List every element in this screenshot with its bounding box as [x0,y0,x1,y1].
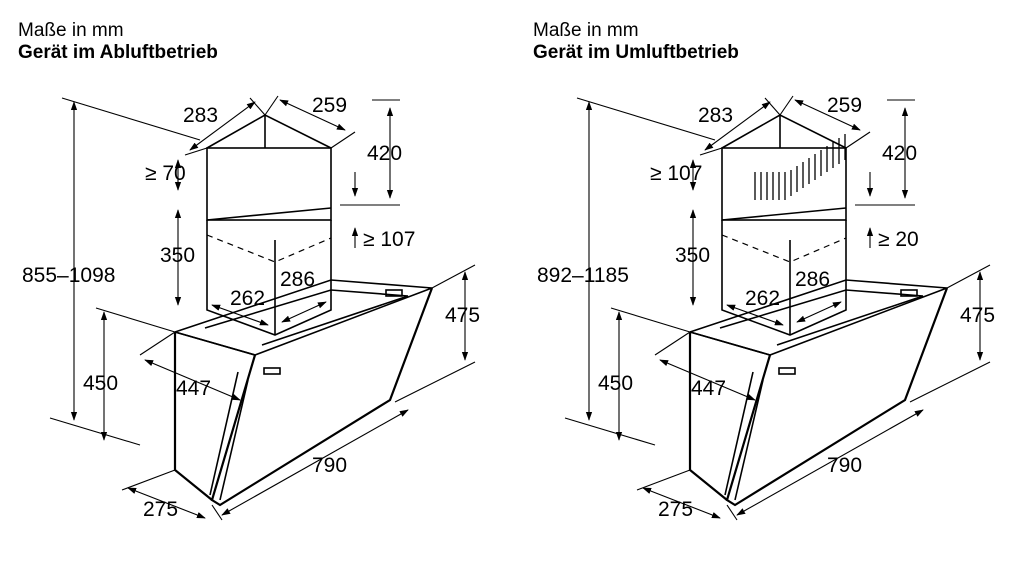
dim-min-gap-side: ≥ 107 [363,228,415,251]
panel-title: Gerät im Abluftbetrieb [18,42,218,63]
units-note: Maße in mm [18,20,124,41]
panel-recirculation-mode: Maße in mm Gerät im Umluftbetrieb [515,0,1020,570]
hood-drawing-exhaust: 283 259 420 ≥ 70 350 ≥ 107 855–1098 262 … [22,94,480,521]
dim-total-height: 892–1185 [537,264,629,287]
hood-drawing-recirculation: 283 259 420 ≥ 107 350 ≥ 20 892–1185 262 … [537,94,995,521]
dim-front-height: 475 [445,304,480,327]
dim-chimney-width: 259 [312,94,347,117]
dim-min-gap-side: ≥ 20 [878,228,919,251]
dim-chimney-depth: 283 [183,104,218,127]
panel-header: Maße in mm Gerät im Abluftbetrieb [18,20,218,64]
dim-inner-depth: 286 [280,268,315,291]
dim-width: 790 [312,454,347,477]
dim-upper-height: 420 [882,142,917,165]
dim-chimney-width: 259 [827,94,862,117]
dim-depth: 447 [176,377,211,400]
dim-lower-chimney: 350 [160,244,195,267]
dimension-labels: 283 259 420 ≥ 107 350 ≥ 20 892–1185 262 … [537,94,995,521]
dim-chimney-depth: 283 [698,104,733,127]
dimension-lines [49,95,476,521]
dimension-labels: 283 259 420 ≥ 70 350 ≥ 107 855–1098 262 … [22,94,480,521]
dim-min-gap-top: ≥ 107 [650,162,702,185]
units-note: Maße in mm [533,20,639,41]
vent-slots [754,134,846,200]
dim-inner-depth: 286 [795,268,830,291]
hood-outline [688,114,949,507]
panel-exhaust-mode: Maße in mm Gerät im Abluftbetrieb [18,20,480,521]
dim-bottom-depth: 275 [658,498,693,521]
dim-body-height: 450 [83,372,118,395]
dim-front-height: 475 [960,304,995,327]
panel-header: Maße in mm Gerät im Umluftbetrieb [533,20,739,64]
dim-inner-width: 262 [230,287,265,310]
panel-title: Gerät im Umluftbetrieb [533,42,739,63]
dimension-lines [564,95,991,521]
dim-inner-width: 262 [745,287,780,310]
dim-bottom-depth: 275 [143,498,178,521]
dim-upper-height: 420 [367,142,402,165]
dim-depth: 447 [691,377,726,400]
hood-outline [173,114,434,507]
dim-width: 790 [827,454,862,477]
dim-total-height: 855–1098 [22,264,115,287]
dim-lower-chimney: 350 [675,244,710,267]
dim-min-gap-top: ≥ 70 [145,162,186,185]
dim-body-height: 450 [598,372,633,395]
